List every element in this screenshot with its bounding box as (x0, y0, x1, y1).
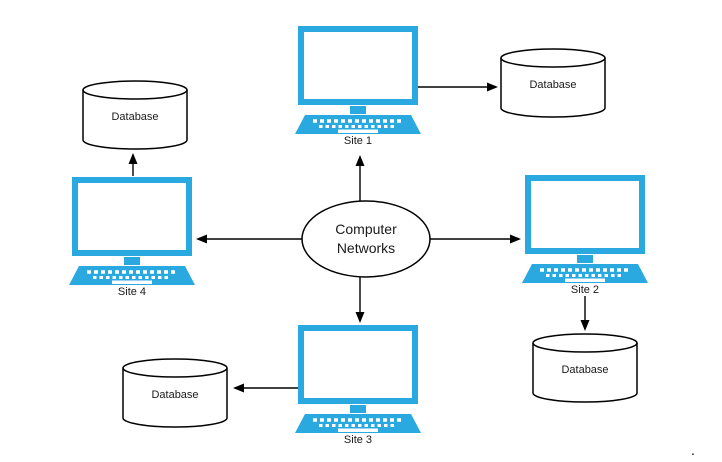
database-icon (500, 48, 606, 118)
database-icon (532, 333, 638, 403)
computer-icon (69, 177, 195, 285)
site-1-node (293, 26, 423, 134)
site-3-label: Site 3 (343, 434, 373, 446)
computer-icon (295, 26, 421, 134)
stray-period: . (691, 442, 695, 458)
database-label: Database (111, 111, 159, 123)
database-icon (82, 80, 188, 150)
center-node: Computer Networks (301, 200, 431, 278)
database-label: Database (561, 364, 609, 376)
computer-icon (522, 175, 648, 283)
database-top-right-node: Database (500, 48, 606, 118)
center-node-label: Computer Networks (335, 221, 397, 256)
site-4-label: Site 4 (117, 286, 147, 298)
ellipse-shape (301, 200, 431, 278)
database-label: Database (529, 79, 577, 91)
site-4-node (67, 177, 197, 285)
site-2-label: Site 2 (570, 284, 600, 296)
database-bottom-left-node: Database (122, 358, 228, 428)
database-icon (122, 358, 228, 428)
database-top-left-node: Database (82, 80, 188, 150)
site-2-node (520, 175, 650, 283)
database-label: Database (151, 389, 199, 401)
computer-icon (295, 325, 421, 433)
site-3-node (293, 325, 423, 433)
site-1-label: Site 1 (343, 135, 373, 147)
database-bottom-right-node: Database (532, 333, 638, 403)
